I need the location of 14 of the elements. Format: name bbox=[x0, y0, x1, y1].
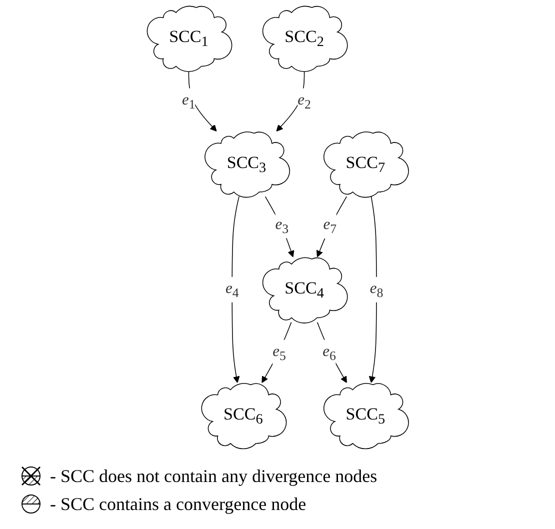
edge-label: e$_{3}$ bbox=[274, 216, 288, 236]
edge-label: e$_{2}$ bbox=[297, 91, 311, 112]
edge-label: e$_{5}$ bbox=[272, 342, 286, 363]
edge-label: e$_{7}$ bbox=[322, 216, 336, 236]
arrow bbox=[264, 196, 294, 258]
edge-label: e$_{1}$ bbox=[182, 91, 196, 112]
edge-label: e$_{8}$ bbox=[369, 280, 383, 300]
arrow bbox=[316, 196, 347, 258]
arrow bbox=[316, 322, 347, 383]
edge-label: e$_{6}$ bbox=[322, 342, 336, 363]
legend-text: - SCC does not contain any divergence nodes bbox=[50, 466, 378, 486]
legend-text: - SCC contains a convergence node bbox=[50, 494, 306, 514]
edge-label: e$_{4}$ bbox=[225, 280, 238, 300]
arrow bbox=[261, 322, 292, 383]
